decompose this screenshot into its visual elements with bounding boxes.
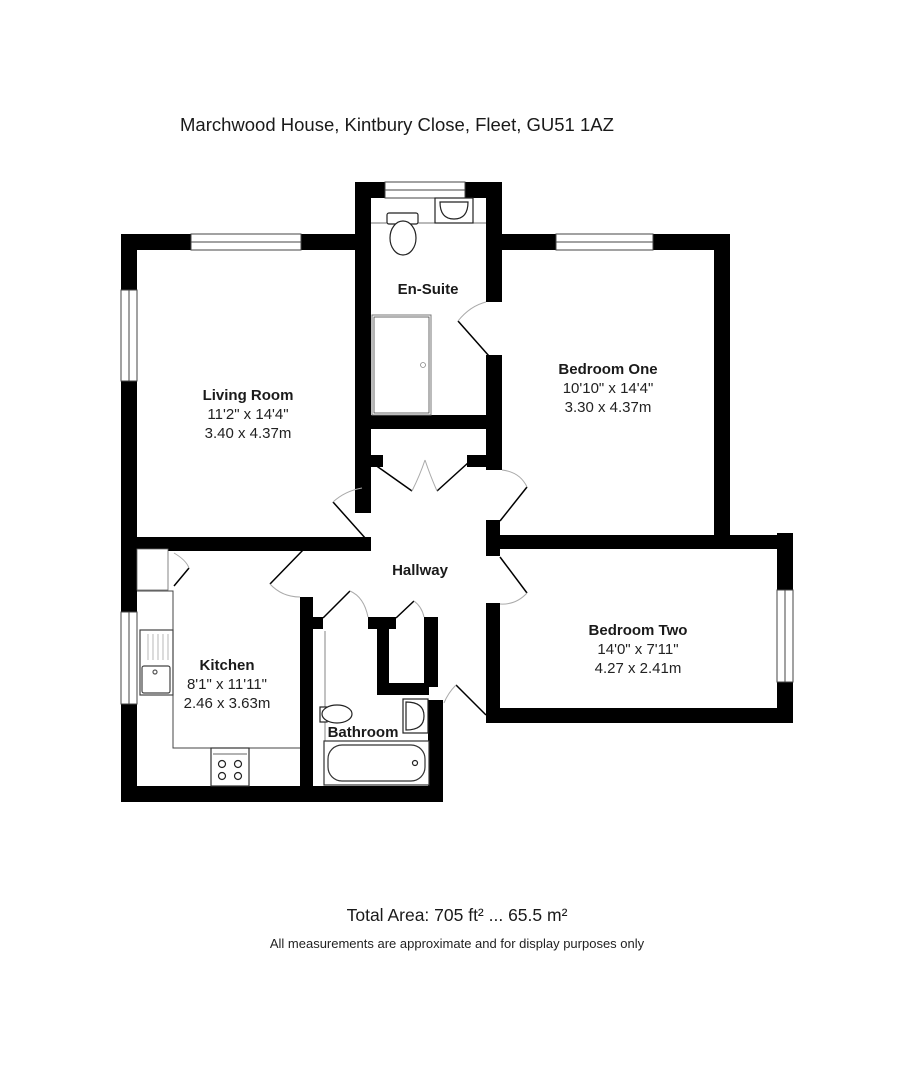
- room-metric: 2.46 x 3.63m: [183, 695, 271, 712]
- room-hallway: Hallway: [392, 561, 448, 580]
- room-name: Bedroom Two: [588, 622, 688, 639]
- room-metric: 3.40 x 4.37m: [204, 425, 292, 442]
- total-area: Total Area: 705 ft² ... 65.5 m²: [346, 905, 568, 925]
- room-bathroom: Bathroom: [328, 723, 399, 742]
- disclaimer: All measurements are approximate and for…: [269, 936, 645, 951]
- room-bedroom-two: Bedroom Two 14'0" x 7'11" 4.27 x 2.41m: [589, 621, 688, 678]
- room-metric: 3.30 x 4.37m: [564, 399, 652, 416]
- property-address: Marchwood House, Kintbury Close, Fleet, …: [180, 114, 614, 135]
- room-name: Bedroom One: [558, 361, 658, 378]
- room-imperial: 11'2" x 14'4": [207, 406, 289, 423]
- windows: [120, 181, 794, 705]
- room-living-room: Living Room 11'2" x 14'4" 3.40 x 4.37m: [203, 386, 294, 443]
- bathroom-toilet-bowl: [321, 704, 353, 724]
- room-bedroom-one: Bedroom One 10'10" x 14'4" 3.30 x 4.37m: [558, 360, 657, 417]
- room-name: Hallway: [392, 562, 448, 579]
- doors: [173, 301, 528, 716]
- room-kitchen: Kitchen 8'1" x 11'11" 2.46 x 3.63m: [184, 656, 271, 713]
- room-metric: 4.27 x 2.41m: [594, 660, 682, 677]
- ensuite-toilet-bowl: [389, 220, 417, 256]
- room-imperial: 14'0" x 7'11": [597, 641, 679, 658]
- room-name: Kitchen: [199, 657, 255, 674]
- room-name: Living Room: [202, 387, 294, 404]
- room-name: Bathroom: [327, 724, 399, 741]
- kitchen-cupboard: [136, 548, 169, 591]
- room-imperial: 8'1" x 11'11": [186, 676, 268, 693]
- room-name: En-Suite: [397, 281, 459, 298]
- room-en-suite: En-Suite: [398, 280, 459, 299]
- room-imperial: 10'10" x 14'4": [562, 380, 654, 397]
- fixtures: [136, 197, 486, 787]
